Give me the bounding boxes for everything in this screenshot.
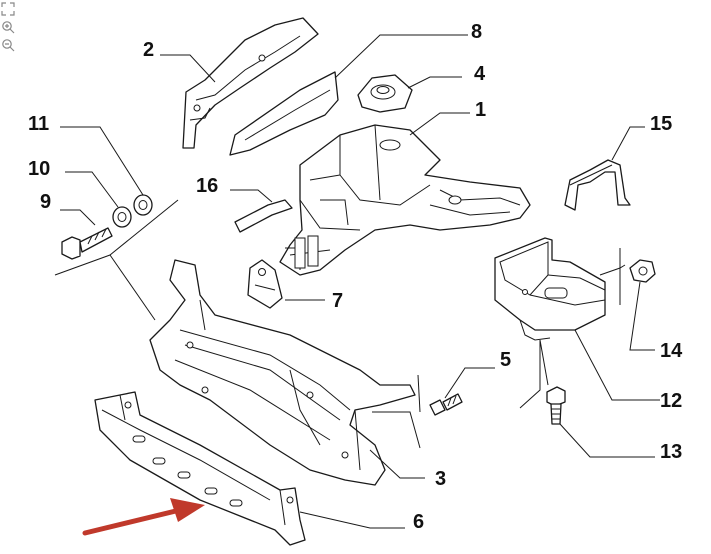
callout-15: 15 [650,113,672,135]
fit-screen-icon[interactable] [1,2,15,16]
callout-13: 13 [660,441,682,463]
callout-3: 3 [435,468,446,490]
part-8-panel[interactable] [229,71,339,156]
callout-1: 1 [475,99,486,121]
part-2-side-rail[interactable] [182,17,319,149]
part-9-bolt[interactable] [61,227,113,260]
part-10-washer[interactable] [112,206,132,228]
part-12-tray[interactable] [494,237,606,341]
part-6-bumper-beam[interactable] [94,391,306,546]
part-5-bolt[interactable] [429,393,463,416]
callout-12: 12 [660,390,682,412]
callout-10: 10 [28,158,50,180]
part-13-bolt[interactable] [546,386,566,425]
part-16-strip[interactable] [234,199,293,233]
part-7-bracket[interactable] [247,259,283,309]
callout-11: 11 [28,113,49,135]
callout-16: 16 [196,175,218,197]
callout-8: 8 [471,21,482,43]
viewer-toolbar [0,0,16,56]
part-14-nut[interactable] [629,259,656,283]
callout-14: 14 [660,340,683,362]
part-4-mount-pad[interactable] [357,74,413,113]
callout-5: 5 [500,349,511,371]
highlight-arrow [82,498,205,536]
part-1-crossmember-assembly[interactable] [279,124,531,276]
callout-7: 7 [332,290,343,312]
callout-6: 6 [413,511,424,533]
part-11-washer[interactable] [133,194,153,216]
callout-9: 9 [40,191,51,213]
callout-4: 4 [474,63,486,85]
zoom-out-icon[interactable] [1,38,15,52]
callout-2: 2 [143,39,154,61]
part-15-clamp[interactable] [564,159,631,211]
zoom-in-icon[interactable] [1,20,15,34]
part-3-front-frame[interactable] [149,259,416,486]
